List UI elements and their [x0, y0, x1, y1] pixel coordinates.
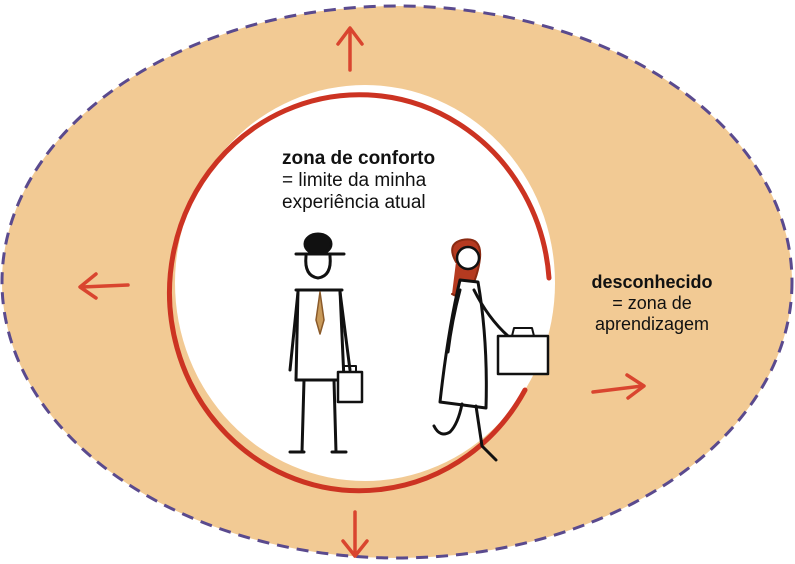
- comfort-zone-title: zona de conforto: [282, 148, 436, 169]
- man-with-bowler-hat-and-briefcase-icon: [288, 232, 364, 454]
- outward-arrow-icon: [78, 272, 130, 300]
- comfort-zone-label: zona de conforto = limite da minha exper…: [282, 148, 435, 214]
- comfort-zone-boundary: [167, 92, 552, 494]
- comfort-zone-line2: experiência atual: [282, 192, 426, 213]
- outward-arrow-icon: [591, 373, 646, 400]
- comfort-zone-line1: = limite da minha: [282, 170, 427, 191]
- outward-arrow-icon: [341, 510, 369, 558]
- learning-zone-line1: = zona de: [612, 293, 692, 313]
- woman-walking-with-briefcase-icon: [432, 238, 550, 462]
- outward-arrow-icon: [336, 26, 364, 72]
- learning-zone-title: desconhecido: [591, 272, 713, 292]
- learning-zone-label: desconhecido = zona de aprendizagem: [572, 272, 732, 335]
- learning-zone-line2: aprendizagem: [594, 314, 710, 334]
